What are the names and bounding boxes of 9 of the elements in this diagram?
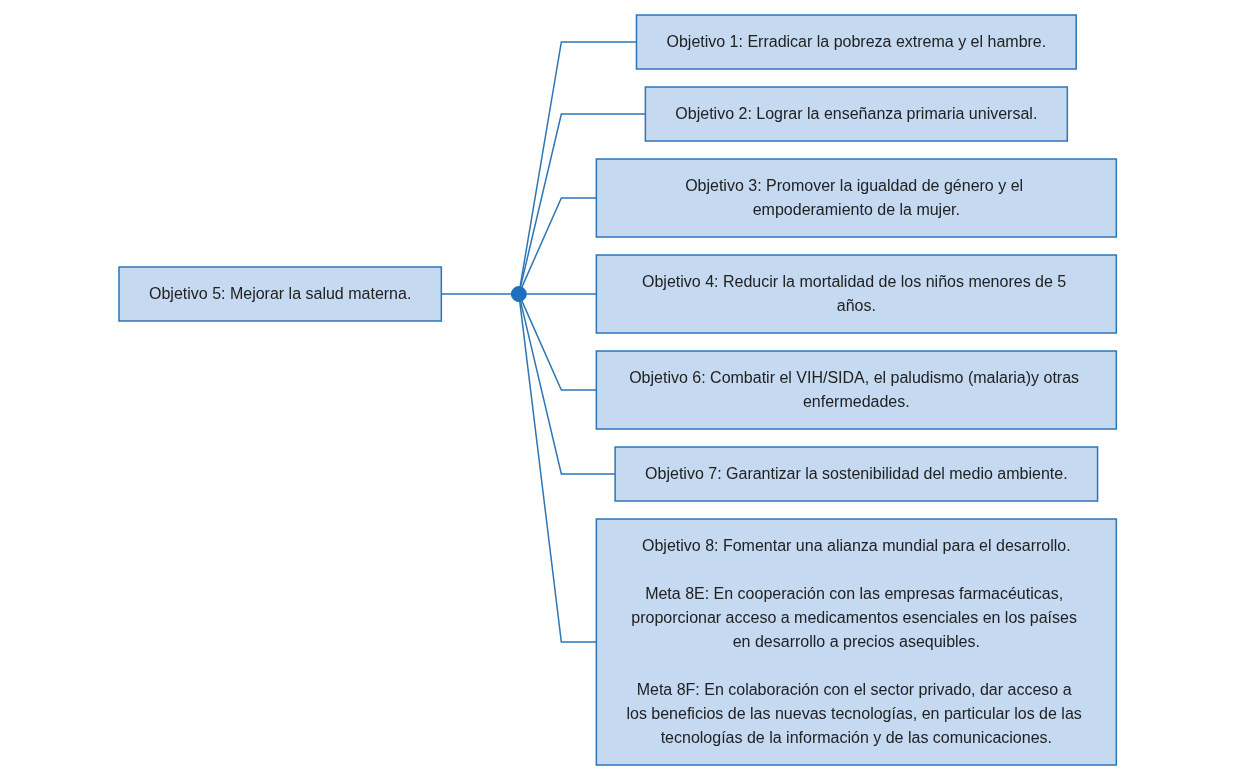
node-box: Objetivo 7: Garantizar la sostenibilidad del medio ambiente. bbox=[614, 446, 1099, 502]
node-box: Objetivo 2: Lograr la enseñanza primaria universal. bbox=[644, 86, 1069, 142]
node-box: Objetivo 1: Erradicar la pobreza extrema y el hambre. bbox=[636, 14, 1078, 70]
node-box: Objetivo 4: Reducir la mortalidad de los niños menores de 5 años. bbox=[595, 254, 1118, 334]
node-box: Objetivo 6: Combatir el VIH/SIDA, el paludismo (malaria)y otras enfermedades. bbox=[595, 350, 1118, 430]
node-circle bbox=[511, 286, 528, 302]
node-box: Objetivo 8: Fomentar una alianza mundial para el desarrollo. Meta 8E: En cooperación con las empresas farmacéuticas, proporcionar acceso a medicamentos esenciales en los países en desarrollo a precios asequibles. Meta 8F: En colaboración con el sector privado, dar acceso a los beneficios de las nuevas tecnologías, en particular los de las tecnologías de la información y de las comunicaciones. bbox=[595, 518, 1118, 766]
node-box: Objetivo 3: Promover la igualdad de género y el empoderamiento de la mujer. bbox=[595, 158, 1118, 238]
node-box: Objetivo 5: Mejorar la salud materna. bbox=[118, 266, 443, 322]
